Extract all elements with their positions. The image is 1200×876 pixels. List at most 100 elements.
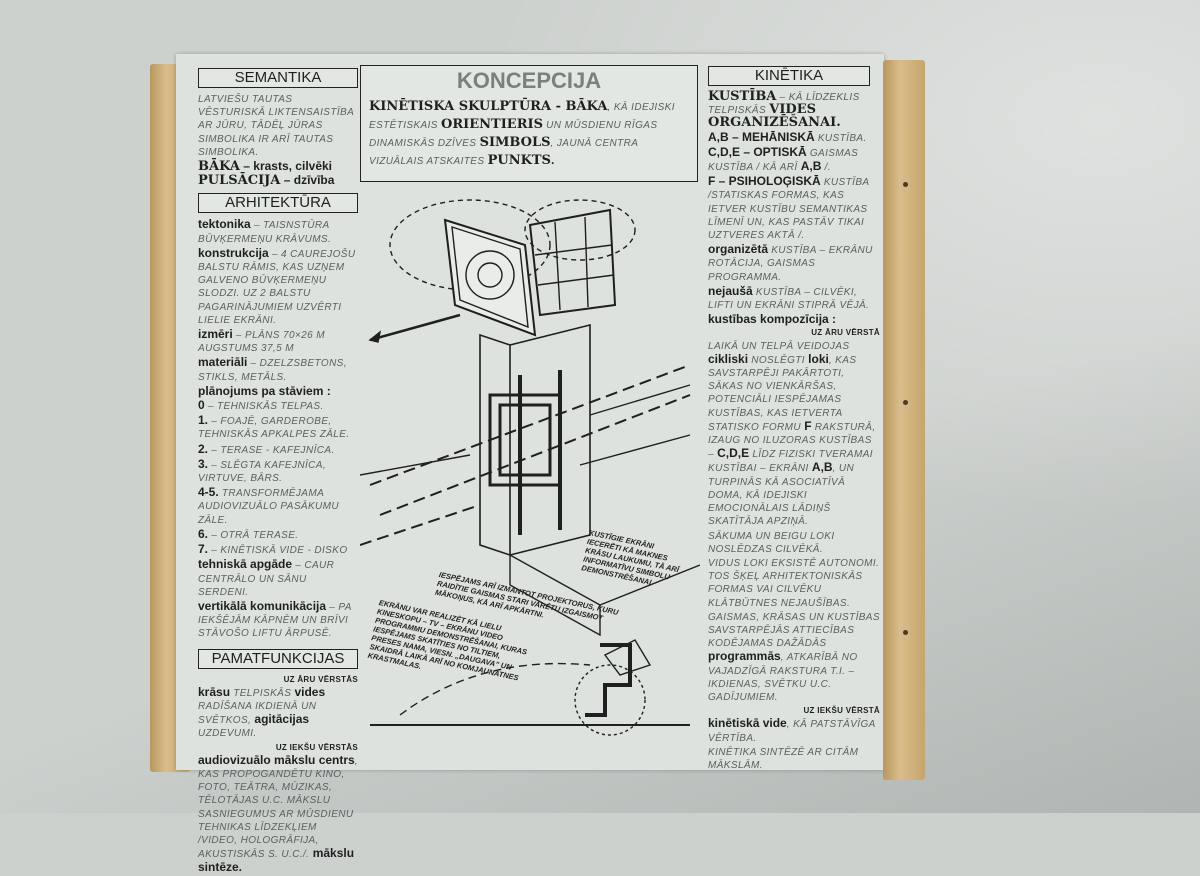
- text-run: , KAS SAVSTARPĒJI PAKĀRTOTI, SĀKAS NO VI…: [708, 354, 857, 433]
- text-run: , KAS PROPOGANDĒTU KINO, FOTO, TEĀTRA, M…: [198, 755, 358, 861]
- text-run: vertikālā komunikācija: [198, 598, 327, 613]
- paragraph: izmēri – PLĀNS 70×26 M AUGSTUMS 37,5 M: [198, 328, 358, 355]
- text-run: materiāli: [198, 355, 248, 370]
- text-run: VIDES ORGANIZĒŠANAI.: [708, 102, 841, 131]
- text-run: organizētā: [708, 242, 769, 257]
- text-run: KUSTĪBA: [708, 89, 777, 104]
- paragraph: KINĒTIKA SINTĒZĒ AR CITĀM MĀKSLĀM.: [708, 746, 880, 772]
- pamatfunkcijas-heading: PAMATFUNKCIJAS: [198, 648, 358, 669]
- paragraph: 7. – KINĒTISKĀ VIDE - DISKO: [198, 543, 358, 557]
- paragraph: 1. – FOAJĒ, GARDEROBE, TEHNISKĀS APKALPE…: [198, 414, 358, 441]
- paragraph: 2. – TERASE - KAFEJNĪCA.: [198, 443, 358, 457]
- text-run: agitācijas: [254, 712, 310, 727]
- paragraph: 0 – TEHNISKĀS TELPAS.: [198, 399, 358, 413]
- text-run: – TAISNSTŪRA BŪVĶERMEŅU KRĀVUMS.: [198, 220, 332, 245]
- text-run: kinētiskā vide: [708, 716, 787, 731]
- text-run: – PLĀNS 70×26 M AUGSTUMS 37,5 M: [198, 330, 325, 355]
- text-run: vides: [294, 684, 326, 699]
- left-column: SEMANTIKA LATVIEŠU TAUTAS VĒSTURISKĀ LIK…: [198, 68, 358, 876]
- text-run: NOSLĒGTI: [748, 354, 809, 366]
- text-run: BĀKA: [198, 159, 240, 175]
- text-run: LĪDZ FIZISKI TVERAMAI KUSTĪBAI – EKRĀNI: [708, 449, 873, 475]
- text-run: , JAUNĀ CENTRA VIZUĀLAIS ATSKAITES: [369, 138, 638, 167]
- text-run: programmās: [708, 649, 781, 664]
- text-run: 3.: [198, 456, 209, 471]
- text-run: krāsu: [198, 684, 231, 699]
- paragraph: BĀKA – krasts, cilvēki: [198, 160, 358, 173]
- text-run: – OTRĀ TERASE.: [208, 529, 299, 541]
- paragraph: LATVIEŠU TAUTAS VĒSTURISKĀ LIKTENSAISTĪB…: [198, 93, 358, 159]
- text-run: UZDEVUMI.: [198, 728, 257, 740]
- paragraph: GAISMAS, KRĀSAS UN KUSTĪBAS SAVSTARPĒJĀS…: [708, 611, 880, 704]
- text-run: KUSTĪBA – EKRĀNU ROTĀCIJA, GAISMAS PROGR…: [708, 245, 873, 283]
- paragraph: nejaušā KUSTĪBA – CILVĒKI, LIFTI UN EKRĀ…: [708, 285, 880, 312]
- text-run: UZ ĀRU VĒRSTĀ: [811, 328, 880, 338]
- paragraph: VIDUS LOKI EKSISTĒ AUTONOMI. TOS ŠĶEĻ AR…: [708, 557, 880, 610]
- text-run: GAISMAS KUSTĪBA / KĀ ARĪ: [708, 147, 859, 174]
- text-run: KUSTĪBA – CILVĒKI, LIFTI UN EKRĀNI STIPR…: [708, 286, 870, 312]
- text-run: PUNKTS: [487, 153, 551, 168]
- text-run: TELPISKĀS: [230, 687, 295, 699]
- text-run: /.: [821, 162, 831, 174]
- paragraph: 4-5. TRANSFORMĒJAMA AUDIOVIZUĀLO PASĀKUM…: [198, 486, 358, 527]
- paragraph: plānojums pa stāviem :: [198, 385, 358, 398]
- text-run: , UN TURPINĀS KĀ ASOCIATĪVĀ DOMA, KĀ IDE…: [708, 463, 855, 528]
- text-run: UZ IEKŠU VĒRSTĀ: [803, 706, 880, 716]
- text-run: – KINĒTISKĀ VIDE - DISKO: [208, 545, 348, 557]
- text-run: 2.: [198, 441, 209, 456]
- text-run: – PA IEKŠĒJĀM KĀPNĒM UN BRĪVI STĀVOŠO LI…: [198, 601, 352, 640]
- text-run: F – PSIHOLOĢISKĀ: [708, 174, 821, 189]
- text-run: loki: [808, 351, 829, 366]
- text-run: ORIENTIERIS: [441, 117, 543, 132]
- text-run: A,B: [800, 159, 822, 174]
- semantika-heading: SEMANTIKA: [198, 68, 358, 88]
- paragraph: SĀKUMA UN BEIGU LOKI NOSLĒDZAS CILVĒKĀ.: [708, 530, 880, 556]
- kinetic-sculpture-drawing: [360, 199, 700, 736]
- text-run: konstrukcija: [198, 245, 269, 260]
- text-run: VIDUS LOKI EKSISTĒ AUTONOMI. TOS ŠĶEĻ AR…: [708, 557, 880, 609]
- text-run: – SLĒGTA KAFEJNĪCA, VIRTUVE, BĀRS.: [198, 459, 327, 485]
- paragraph: PULSĀCIJA – dzīvība: [198, 174, 358, 187]
- text-run: cikliski: [708, 351, 749, 366]
- text-run: SIMBOLS: [479, 135, 551, 150]
- text-run: – dzīvība: [280, 173, 335, 188]
- text-run: – krasts, cilvēki: [239, 159, 333, 174]
- text-run: A,B: [811, 460, 833, 475]
- text-run: – TEHNISKĀS TELPAS.: [204, 401, 324, 413]
- paragraph: KINĒTISKA SKULPTŪRA - BĀKA, KĀ IDEJISKI …: [369, 98, 689, 170]
- text-run: PULSĀCIJA: [198, 173, 281, 189]
- arhitektura-heading: ARHITEKTŪRA: [198, 193, 358, 214]
- text-run: kustības kompozīcija :: [708, 312, 837, 327]
- text-run: KINĒTISKA SKULPTŪRA - BĀKA: [369, 99, 608, 114]
- text-run: tektonika: [198, 217, 251, 232]
- text-run: KINĒTIKA SINTĒZĒ AR CITĀM MĀKSLĀM.: [708, 746, 859, 771]
- text-run: nejaušā: [708, 283, 753, 298]
- text-run: C,D,E: [717, 446, 750, 461]
- text-run: 6.: [198, 526, 209, 541]
- text-run: 4-5.: [198, 485, 219, 500]
- koncepcija-body: KINĒTISKA SKULPTŪRA - BĀKA, KĀ IDEJISKI …: [369, 98, 689, 170]
- text-run: – CAUR CENTRĀLO UN SĀNU SERDENI.: [198, 560, 335, 598]
- text-run: – KĀ LĪDZEKLIS TELPISKĀS: [708, 92, 860, 117]
- text-run: .: [550, 153, 555, 167]
- kinetika-body: KUSTĪBA – KĀ LĪDZEKLIS TELPISKĀS VIDES O…: [708, 89, 880, 772]
- paragraph: tektonika – TAISNSTŪRA BŪVĶERMEŅU KRĀVUM…: [198, 218, 358, 245]
- text-run: 7.: [198, 542, 209, 557]
- paragraph: A,B – MEHĀNISKĀ KUSTĪBA.: [708, 131, 880, 145]
- text-run: UZ IEKŠU VĒRSTĀS: [275, 742, 358, 752]
- paragraph: konstrukcija – 4 CAUREJOŠU BALSTU RĀMIS,…: [198, 247, 358, 327]
- paragraph: tehniskā apgāde – CAUR CENTRĀLO UN SĀNU …: [198, 558, 358, 599]
- paragraph: C,D,E – OPTISKĀ GAISMAS KUSTĪBA / KĀ ARĪ…: [708, 146, 880, 174]
- right-wooden-strip: [883, 60, 925, 780]
- text-run: – DZELZSBETONS, STIKLS, METĀLS.: [198, 358, 347, 383]
- text-run: audiovizuālo mākslu centrs: [198, 752, 355, 767]
- paragraph: 6. – OTRĀ TERASE.: [198, 528, 358, 542]
- text-run: LAIKĀ UN TELPĀ VEIDOJAS: [708, 340, 850, 352]
- text-run: plānojums pa stāviem :: [198, 383, 331, 398]
- paragraph: KUSTĪBA – KĀ LĪDZEKLIS TELPISKĀS VIDES O…: [708, 89, 880, 131]
- text-run: , ATKARĪBĀ NO VAJADZĪGĀ RAKSTURA T.I. – …: [708, 652, 858, 703]
- koncepcija-heading: KONCEPCIJA: [456, 68, 602, 93]
- paragraph: UZ ĀRU VĒRSTĀ LAIKĀ UN TELPĀ VEIDOJAS cik…: [708, 327, 880, 528]
